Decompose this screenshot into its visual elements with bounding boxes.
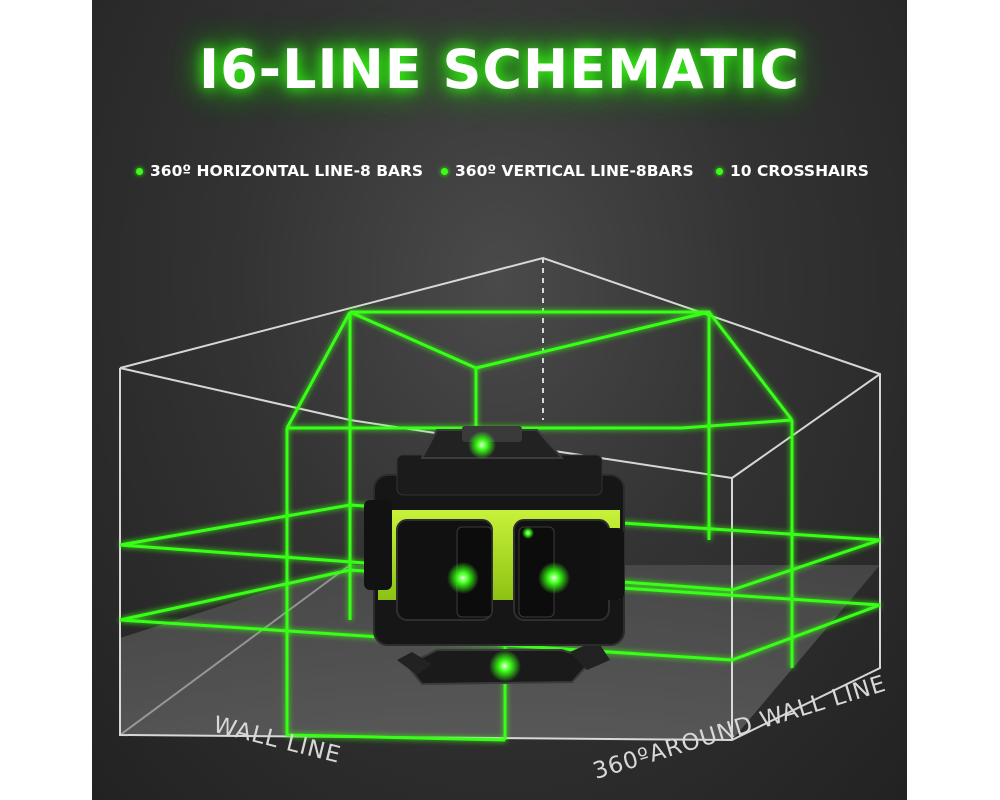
feature-list: 360º HORIZONTAL LINE-8 BARS 360º VERTICA… <box>92 162 907 186</box>
feature-label: 10 CROSSHAIRS <box>730 162 869 180</box>
feature-item-horizontal: 360º HORIZONTAL LINE-8 BARS <box>136 162 423 180</box>
schematic-image: I6-LINE SCHEMATIC 360º HORIZONTAL LINE-8… <box>92 0 907 800</box>
laser-level-device <box>364 426 625 686</box>
bullet-icon <box>136 167 143 175</box>
feature-label: 360º VERTICAL LINE-8BARS <box>455 162 694 180</box>
bullet-icon <box>441 167 448 175</box>
page-title: I6-LINE SCHEMATIC <box>199 38 800 101</box>
feature-item-crosshairs: 10 CROSSHAIRS <box>716 162 869 180</box>
feature-item-vertical: 360º VERTICAL LINE-8BARS <box>441 162 694 180</box>
feature-label: 360º HORIZONTAL LINE-8 BARS <box>150 162 424 180</box>
bullet-icon <box>716 167 723 175</box>
laser-room-diagram <box>119 256 881 742</box>
